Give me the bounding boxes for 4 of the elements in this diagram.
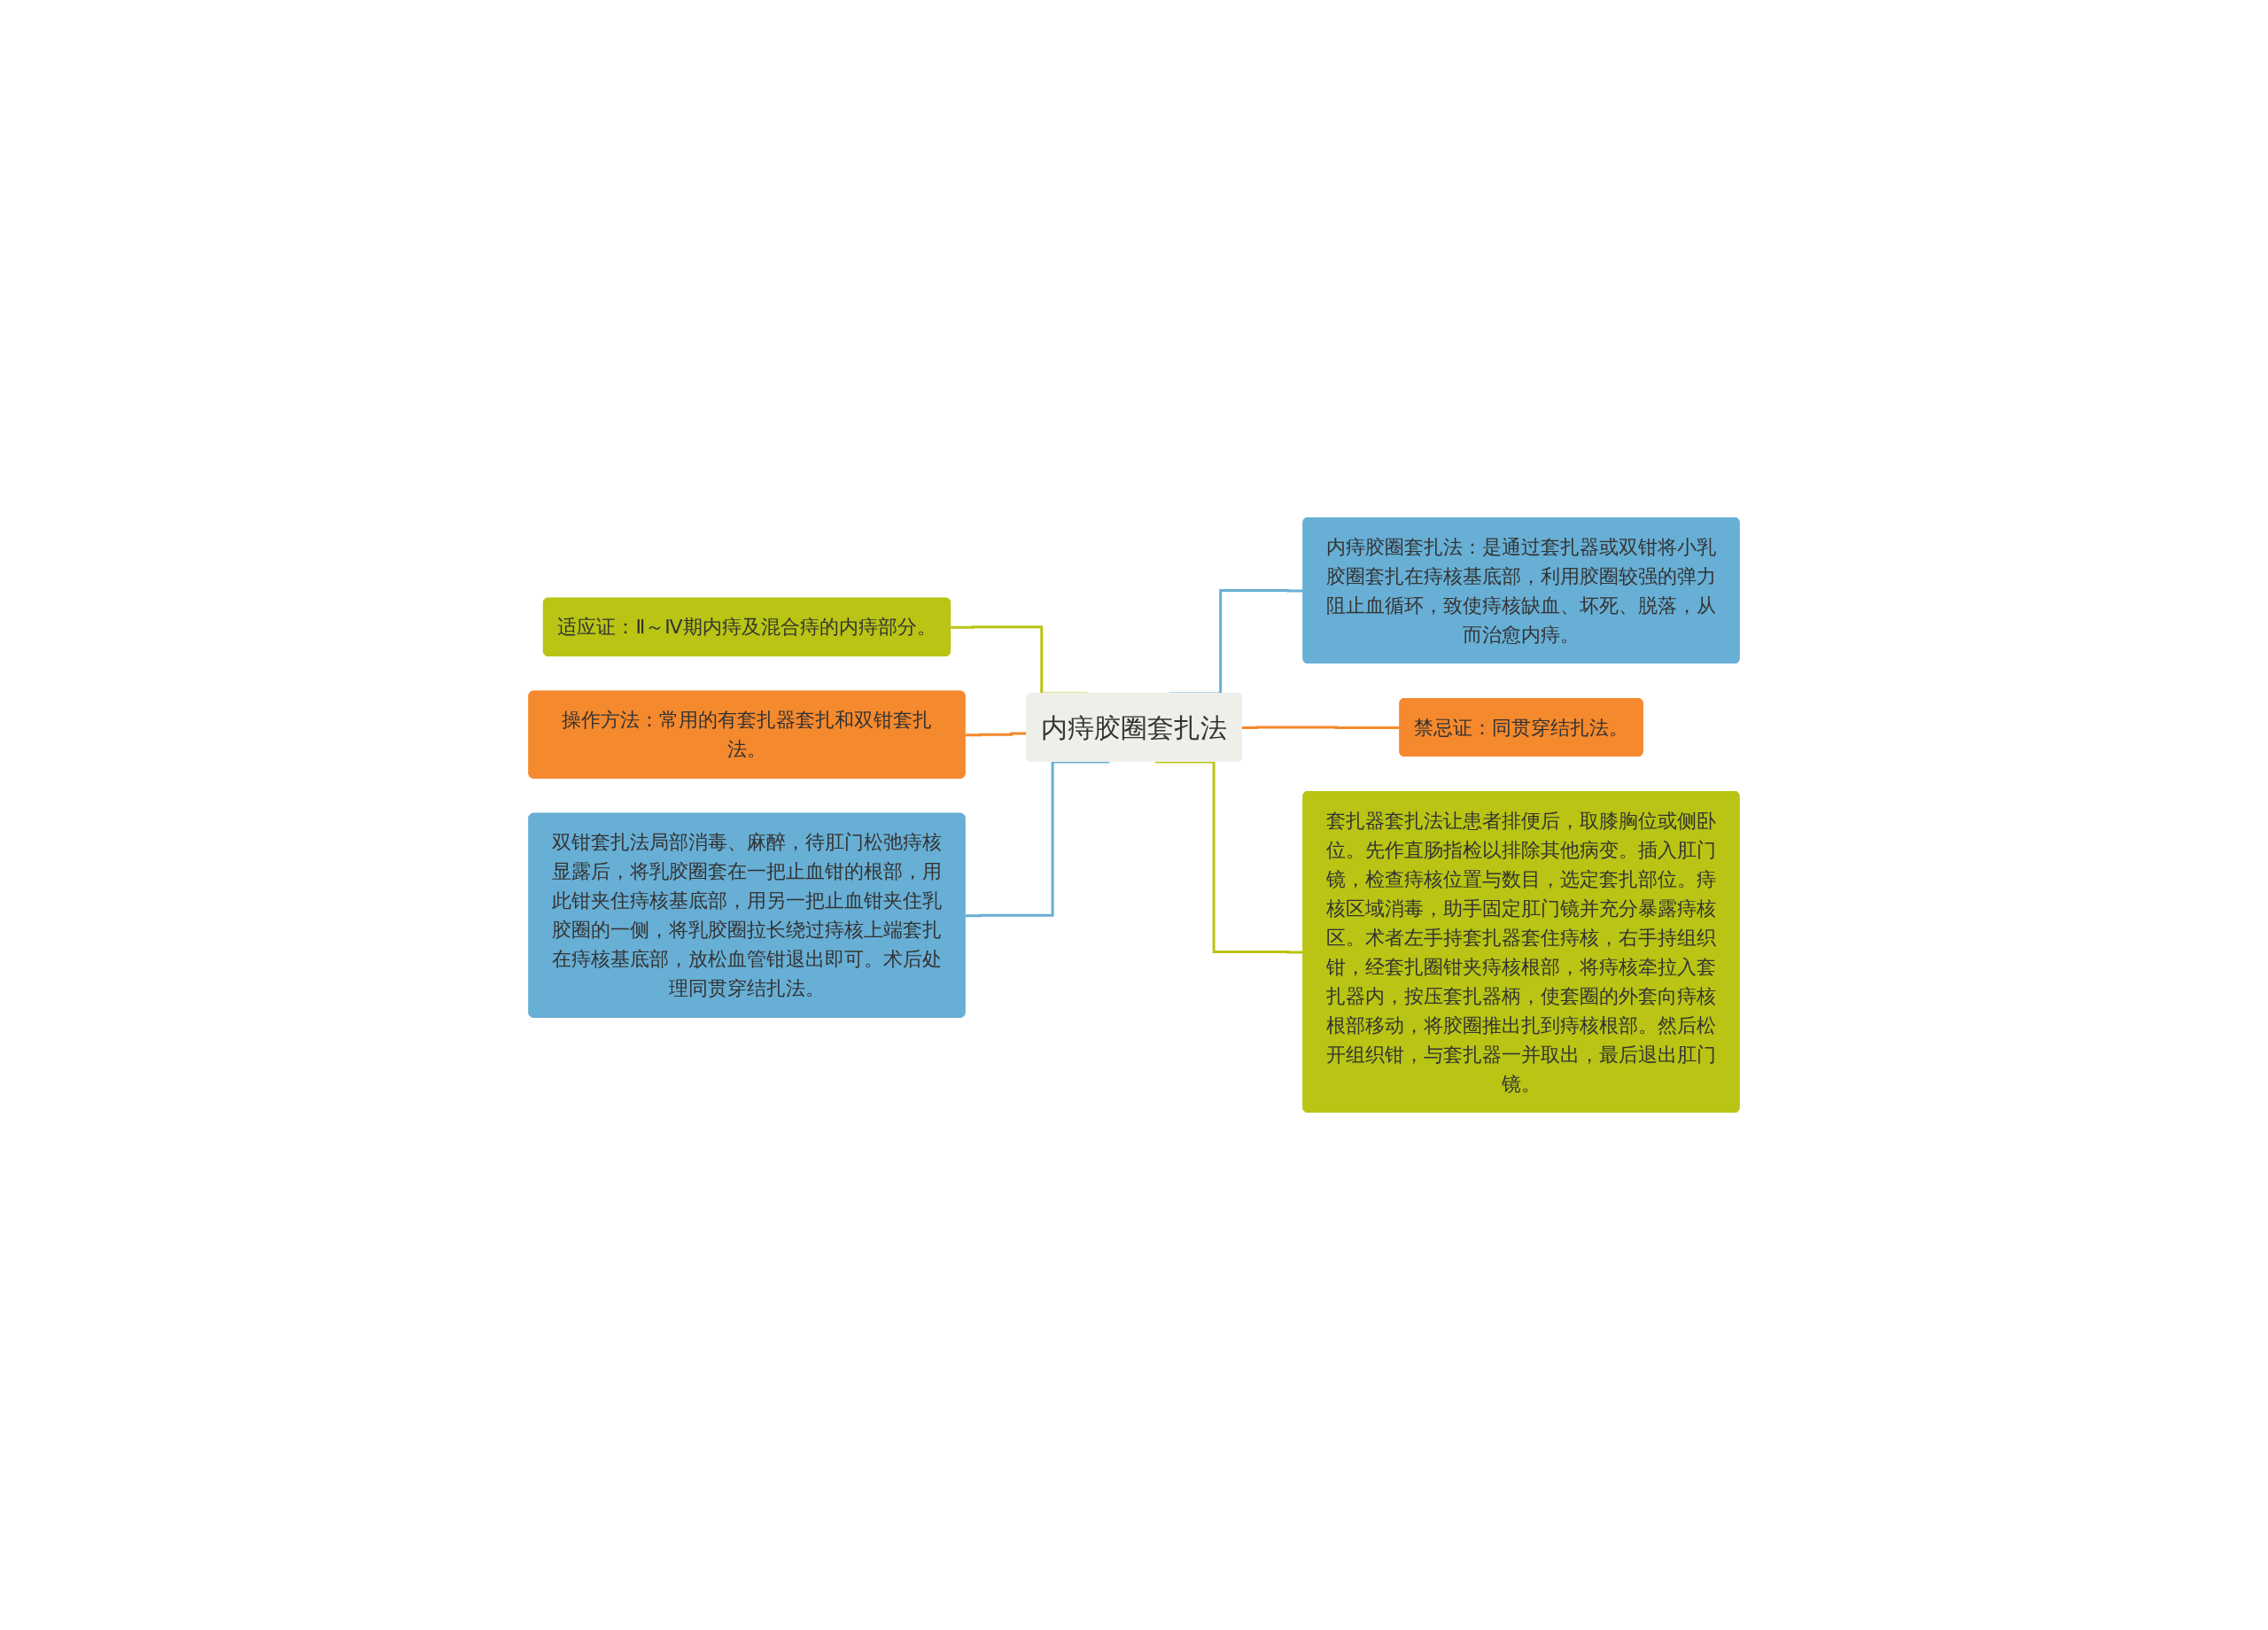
connector [965, 732, 1028, 737]
connector [1241, 726, 1401, 729]
connector [965, 760, 1110, 918]
connector [1155, 760, 1304, 954]
